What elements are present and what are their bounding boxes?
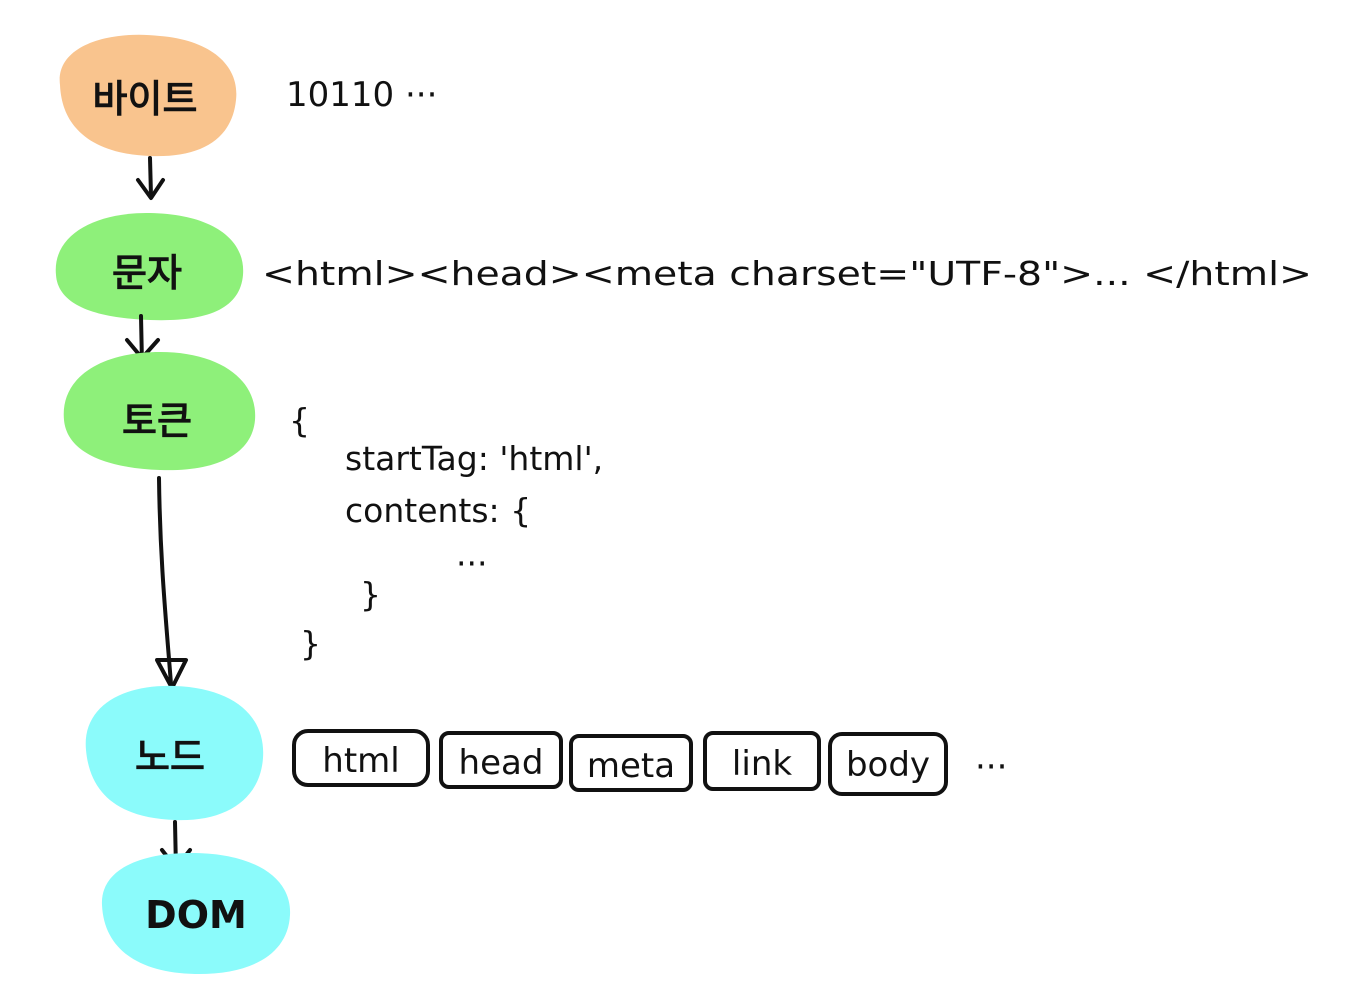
stage-dom-label: DOM: [145, 893, 247, 937]
stage-tokens: 토큰: [63, 352, 256, 471]
token-dots: ···: [456, 544, 487, 583]
node-chip-meta-label: meta: [587, 746, 675, 786]
stage-bytes: 바이트: [59, 34, 237, 157]
token-object: { startTag: 'html', contents: { ··· } }: [289, 401, 603, 663]
stage-nodes-label: 노드: [135, 735, 205, 779]
stage-characters-blob: [55, 212, 244, 321]
node-chips: html head meta link body ···: [292, 729, 1007, 796]
stage-bytes-label: 바이트: [93, 77, 198, 121]
stage-bytes-blob: [59, 34, 237, 157]
stage-nodes: 노드: [85, 685, 264, 821]
bytes-value: 10110 ···: [286, 75, 437, 115]
token-line-contents: contents: {: [345, 491, 531, 530]
stage-characters-label: 문자: [112, 251, 182, 295]
node-chip-link-label: link: [732, 744, 792, 784]
stage-nodes-blob: [85, 685, 264, 821]
node-chip-html: html: [292, 729, 430, 787]
token-open-brace: {: [289, 401, 310, 440]
token-line-starttag: startTag: 'html',: [345, 439, 603, 478]
token-inner-close: }: [360, 575, 381, 614]
node-chips-more: ···: [975, 747, 1007, 787]
node-chip-body: body: [828, 732, 948, 796]
arrow-bytes-to-chars: [136, 156, 165, 200]
node-chip-link: link: [703, 731, 821, 791]
stage-dom-blob: [101, 852, 291, 975]
token-outer-close: }: [300, 624, 321, 663]
stage-tokens-blob: [63, 352, 256, 471]
characters-value: <html><head><meta charset="UTF-8">... </…: [262, 254, 1312, 293]
node-chip-body-label: body: [846, 745, 930, 785]
stage-tokens-label: 토큰: [122, 399, 192, 443]
node-chip-head-label: head: [459, 743, 544, 783]
arrow-tokens-to-nodes: [155, 476, 188, 690]
node-chip-meta: meta: [569, 734, 693, 792]
node-chip-head: head: [439, 731, 563, 789]
stage-dom: DOM: [101, 852, 291, 975]
stage-characters: 문자: [55, 212, 244, 321]
node-chip-html-label: html: [322, 741, 399, 781]
